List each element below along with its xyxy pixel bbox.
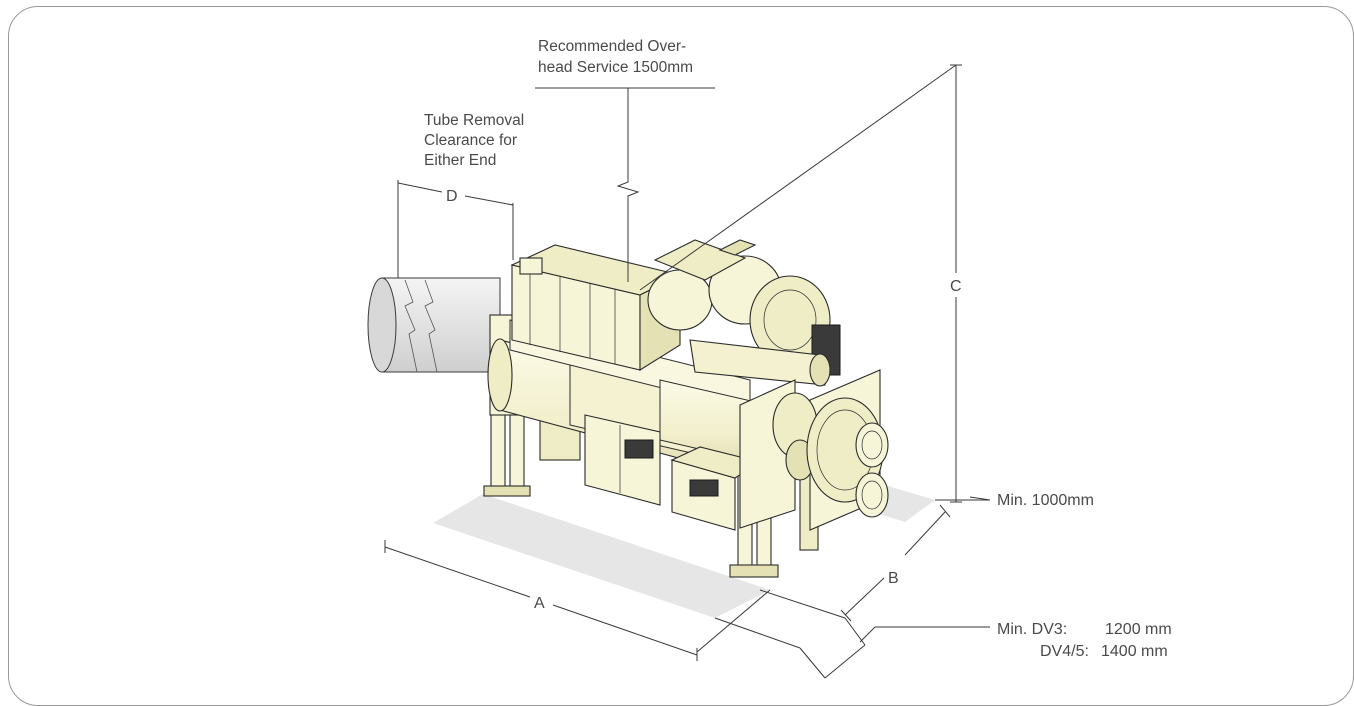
dim-d-label: D [446, 188, 458, 205]
overhead-label-line1: Recommended Over- [538, 38, 686, 55]
dim-b-label: B [888, 570, 899, 587]
tube-label-line2: Clearance for [424, 132, 517, 149]
dim-a-label: A [534, 595, 545, 612]
min-side-dimension [714, 617, 990, 679]
dimension-c [639, 64, 962, 503]
compressor-assembly [647, 239, 841, 387]
water-box-ends [739, 369, 889, 531]
min-side-val-2: 1400 mm [1101, 643, 1168, 660]
dimension-d [397, 180, 514, 278]
lower-control-panels [584, 414, 762, 531]
min-front-label: Min. 1000mm [997, 492, 1094, 509]
overhead-leader [535, 87, 715, 282]
min-side-key-1: Min. DV3: [997, 621, 1067, 638]
tube-removal-cylinder [367, 277, 501, 373]
min-side-key-2: DV4/5: [1040, 643, 1089, 660]
front-clearance-zone [433, 494, 770, 618]
tube-label-line1: Tube Removal [424, 112, 524, 129]
dimension-a [384, 540, 771, 661]
overhead-label-line2: head Service 1500mm [538, 59, 693, 76]
min-side-val-1: 1200 mm [1105, 621, 1172, 638]
dim-c-label: C [950, 278, 962, 295]
dimension-b [759, 504, 951, 622]
tube-label-line3: Either End [424, 152, 496, 169]
min-front-leader [935, 496, 991, 501]
